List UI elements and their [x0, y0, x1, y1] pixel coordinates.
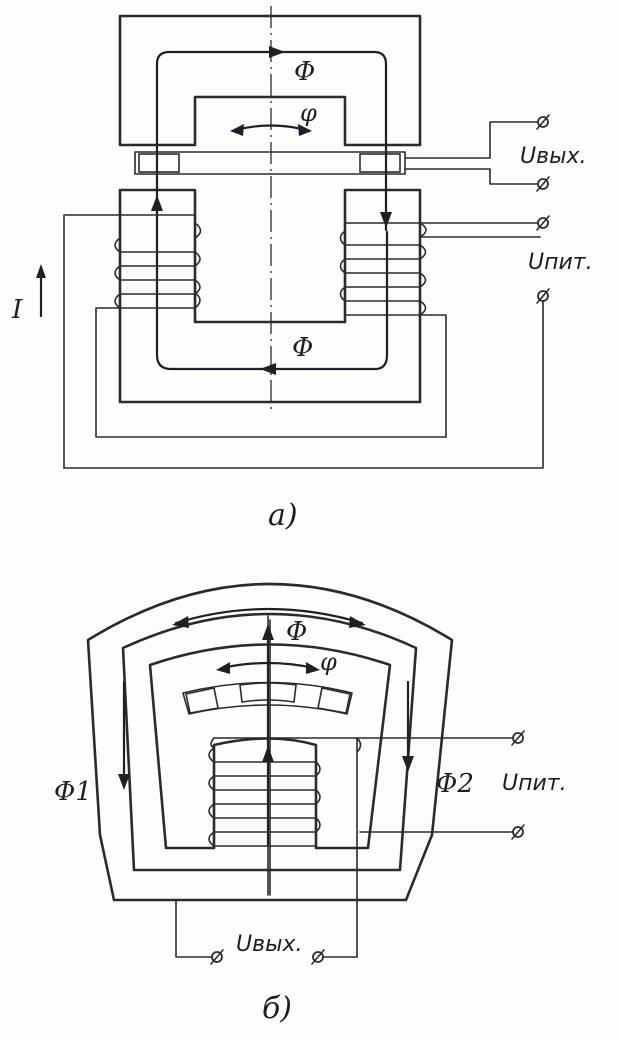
flux-center-label: Φ — [286, 617, 307, 647]
output-lead-bottom — [404, 168, 541, 185]
figure-a: Φ Φ φ I Uвых. Uпит. а) — [11, 6, 593, 533]
flux-top-arc — [174, 607, 364, 625]
caption-b: б) — [262, 991, 292, 1026]
current-label: I — [11, 295, 23, 325]
flux-label-bottom: Φ — [292, 333, 313, 363]
output-voltage-label-b: Uвых. — [236, 932, 302, 957]
output-coil-right-winding — [359, 153, 401, 173]
inner-core — [148, 643, 392, 850]
rotor-left-winding — [185, 687, 219, 714]
flux-label-top: Φ — [294, 57, 315, 87]
rotor-right-winding — [317, 687, 351, 714]
caption-a: а) — [268, 498, 298, 533]
rotor-core-outline — [118, 14, 422, 147]
flux-left-label: Φ1 — [54, 777, 92, 807]
output-voltage-label: Uвых. — [520, 144, 586, 169]
flux-arrow-bottom — [260, 363, 276, 375]
angle-label: φ — [300, 99, 317, 127]
supply-wire-outer — [63, 299, 544, 469]
flux-right-label: Φ2 — [436, 769, 474, 799]
supply-wire-b — [210, 737, 516, 833]
output-coil-left-winding — [138, 153, 180, 173]
right-coil-turns — [339, 222, 541, 316]
figure-b: Φ φ Φ1 Φ2 Uпит. Uвых. б) — [54, 582, 567, 1026]
outer-yoke — [86, 582, 454, 902]
stator-core-outline — [118, 188, 422, 404]
flux-arrow-top — [269, 46, 285, 58]
supply-wire-loop — [95, 307, 447, 438]
outer-yoke-inner — [121, 612, 418, 872]
output-wire-b — [175, 737, 362, 958]
supply-voltage-label: Uпит. — [528, 250, 593, 275]
center-coil-turns — [208, 737, 516, 847]
output-lead-top — [404, 121, 541, 159]
rotation-arrow-b — [220, 661, 316, 670]
rotor-arc — [182, 681, 353, 715]
flux-center-arrow-mid — [262, 746, 274, 762]
supply-voltage-label-b: Uпит. — [502, 771, 567, 796]
output-coil-bar — [134, 151, 406, 175]
angle-label-b: φ — [320, 648, 337, 676]
flux-arrow-right — [380, 212, 392, 228]
flux-arrow-left — [151, 195, 163, 211]
left-coil-turns — [63, 214, 202, 469]
